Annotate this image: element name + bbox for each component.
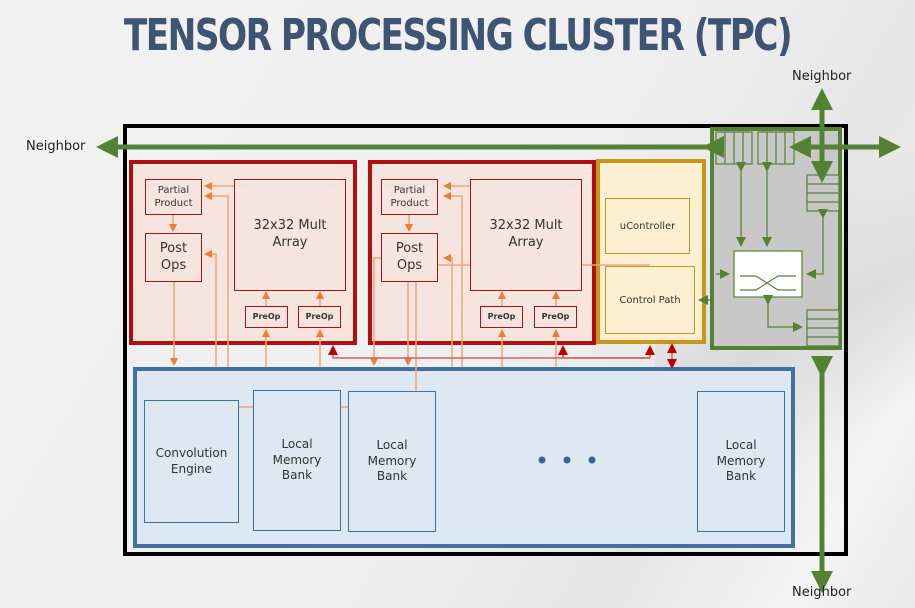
page-title: TENSOR PROCESSING CLUSTER (TPC)	[123, 10, 793, 61]
partial-product-box-2: Partial Product	[381, 179, 438, 215]
mult-array-box-1: 32x32 Mult Array	[234, 179, 346, 291]
post-ops-box-2: Post Ops	[381, 233, 438, 282]
control-path-box: Control Path	[605, 266, 695, 334]
control-signals	[328, 343, 677, 369]
mult-array-box-2: 32x32 Mult Array	[470, 179, 582, 291]
local-memory-bank-3: Local Memory Bank	[697, 391, 785, 532]
compute-1-dataflow	[169, 182, 324, 367]
ellipsis-dots	[538, 456, 596, 464]
cluster-outer-border	[123, 124, 848, 556]
router-internal-links	[698, 162, 828, 332]
preop-box-2a: PreOp	[480, 306, 523, 328]
router-buffer-top-left	[715, 131, 753, 165]
preop-box-1a: PreOp	[245, 306, 288, 328]
neighbor-label-top: Neighbor	[792, 69, 852, 84]
post-ops-box-1: Post Ops	[145, 233, 202, 282]
router-buffer-right-lower	[806, 309, 840, 347]
convolution-engine-box: Convolution Engine	[144, 400, 239, 523]
partial-product-box-1: Partial Product	[145, 179, 202, 215]
crossbar-switch-icon	[733, 250, 803, 298]
local-memory-bank-1: Local Memory Bank	[253, 390, 341, 531]
preop-box-2b: PreOp	[534, 306, 577, 328]
memory-block	[133, 367, 795, 548]
preop-box-1b: PreOp	[298, 306, 341, 328]
neighbor-links	[96, 88, 901, 593]
neighbor-label-left: Neighbor	[26, 139, 86, 154]
local-memory-bank-2: Local Memory Bank	[348, 391, 436, 532]
ucontroller-box: uController	[605, 198, 690, 254]
router-buffer-right-upper	[806, 174, 840, 212]
router-buffer-top-right	[757, 131, 795, 165]
neighbor-label-bottom: Neighbor	[792, 585, 852, 600]
